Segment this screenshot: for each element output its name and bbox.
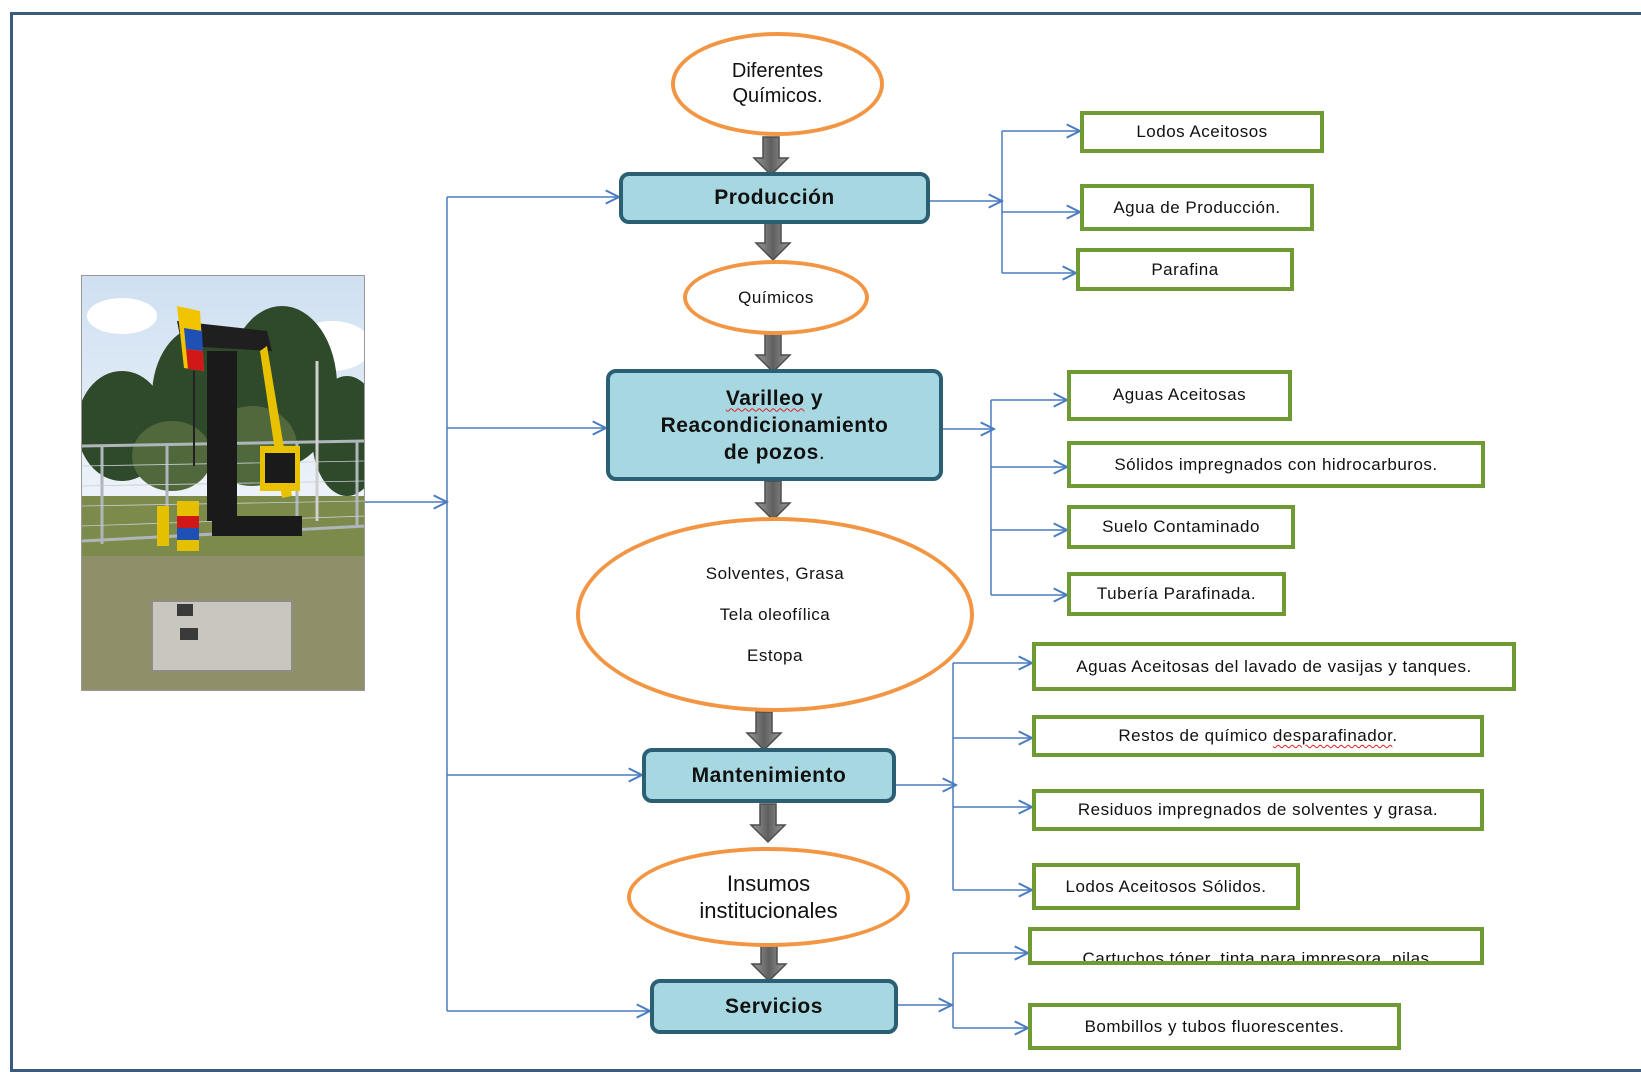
process-label-line3: de pozos. [724,439,825,466]
oval-line: Diferentes [731,60,824,82]
spellcheck-word: Varilleo [725,386,805,410]
text-fragment: . [1392,726,1398,745]
process-label-line2: Reacondicionamiento [660,413,889,437]
output-tuberia-parafinada: Tubería Parafinada. [1067,572,1286,616]
input-solventes: Solventes, Grasa Tela oleofílica Estopa [576,517,974,712]
text-fragment: . [818,440,826,464]
pump-jack-photo [81,275,365,691]
output-lodos-aceitosos: Lodos Aceitosos [1080,111,1324,153]
flow-arrow [750,943,788,983]
output-aguas-aceitosas: Aguas Aceitosas [1067,370,1292,421]
spellcheck-word: desparafinador [1272,726,1393,745]
output-solidos-impregnados: Sólidos impregnados con hidrocarburos. [1067,441,1485,488]
oval-line: Químicos. [732,85,823,107]
text-fragment: y [804,386,824,410]
output-agua-produccion: Agua de Producción. [1080,184,1314,231]
output-label: Aguas Aceitosas del lavado de vasijas y … [1076,656,1472,676]
input-diferentes-quimicos: Diferentes Químicos. [671,32,884,136]
process-produccion: Producción [619,172,930,224]
text-fragment: de pozos [723,440,819,464]
output-label: Aguas Aceitosas [1112,385,1247,404]
oval-line: institucionales [699,898,838,923]
process-label-line1: Varilleo y [726,385,823,412]
flow-arrow [752,136,790,177]
output-label: Agua de Producción. [1113,197,1281,217]
process-servicios: Servicios [650,979,898,1034]
output-label: Restos de químico desparafinador. [1118,726,1397,746]
oval-line: Estopa [747,646,803,665]
output-restos-quimico: Restos de químico desparafinador. [1032,715,1484,757]
output-label: Bombillos y tubos fluorescentes. [1084,1016,1345,1036]
input-quimicos: Químicos [683,260,869,335]
flow-arrow [749,803,787,844]
flow-arrow [754,480,792,522]
oval-line: Químicos [738,287,814,307]
flow-arrow [745,711,783,752]
output-label: Sólidos impregnados con hidrocarburos. [1114,454,1438,474]
process-mantenimiento: Mantenimiento [642,748,896,803]
output-aguas-lavado: Aguas Aceitosas del lavado de vasijas y … [1032,642,1516,691]
process-label: Servicios [725,994,823,1018]
output-label: Tubería Parafinada. [1096,584,1257,603]
output-label: Suelo Contaminado [1102,517,1260,536]
oval-line: Insumos [726,871,811,896]
process-label: Producción [714,186,835,209]
output-parafina: Parafina [1076,248,1294,291]
oval-line: Solventes, Grasa [705,564,845,583]
flow-arrow [754,222,792,262]
output-lodos-solidos: Lodos Aceitosos Sólidos. [1032,863,1300,910]
output-suelo-contaminado: Suelo Contaminado [1067,505,1295,549]
process-varilleo: Varilleo y Reacondicionamiento de pozos. [606,369,943,481]
output-label: Parafina [1151,259,1219,279]
input-insumos: Insumos institucionales [627,847,910,947]
output-label: Lodos Aceitosos Sólidos. [1065,876,1267,896]
output-cartuchos: Cartuchos tóner, tinta para impresora, p… [1028,927,1484,965]
oval-line: Tela oleofílica [719,605,831,624]
output-label: Residuos impregnados de solventes y gras… [1077,800,1439,819]
output-residuos-impregnados: Residuos impregnados de solventes y gras… [1032,789,1484,831]
flow-arrow [754,333,792,374]
output-label: Cartuchos tóner, tinta para impresora, p… [1082,949,1430,965]
process-label: Mantenimiento [691,763,847,787]
output-bombillos: Bombillos y tubos fluorescentes. [1028,1003,1401,1050]
output-label: Lodos Aceitosos [1136,122,1268,141]
text-fragment: Restos de químico [1118,726,1273,745]
